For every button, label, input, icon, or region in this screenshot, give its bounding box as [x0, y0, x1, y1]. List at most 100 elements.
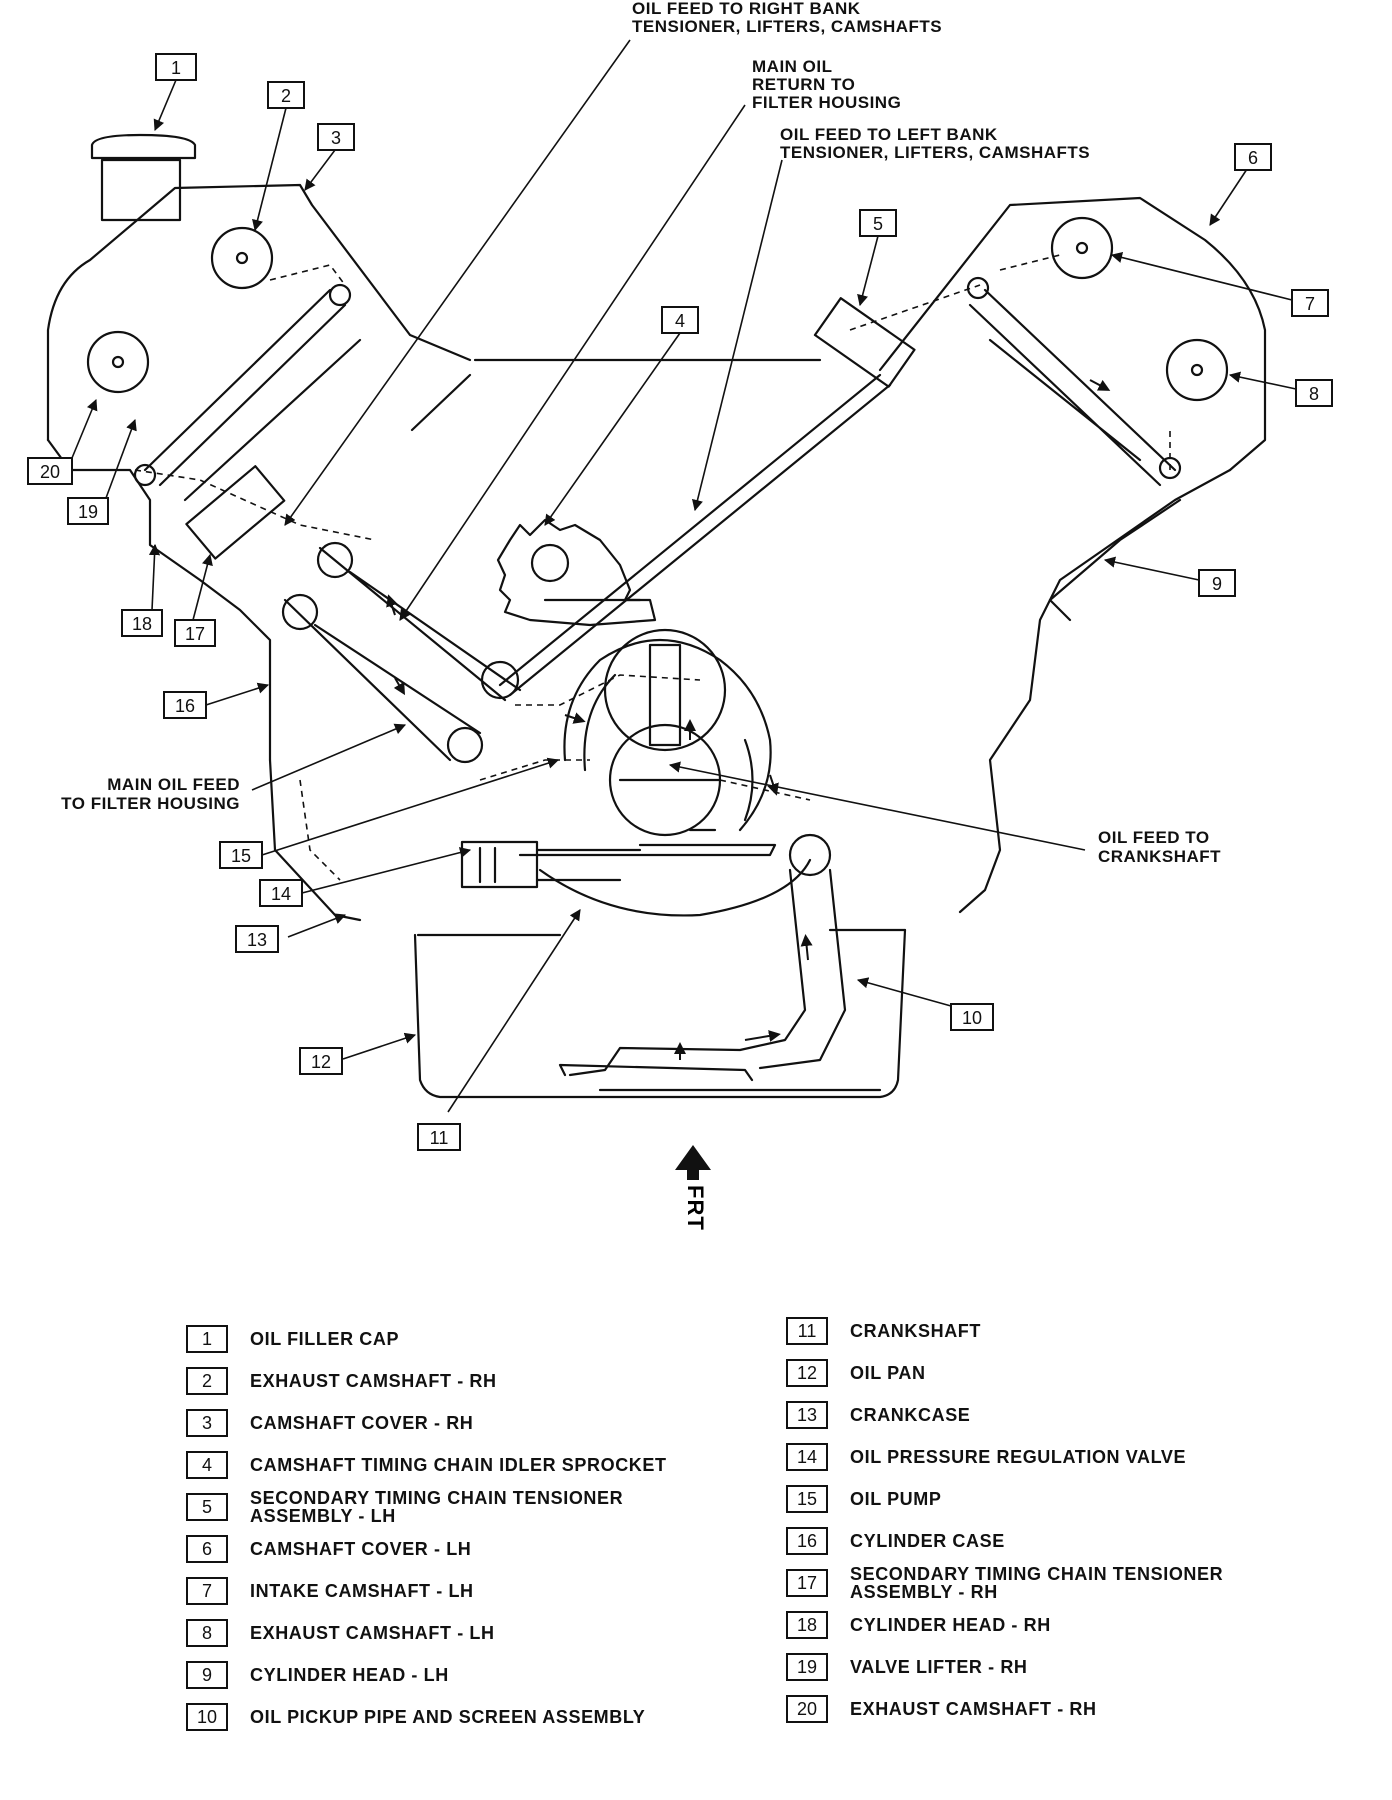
legend-number: 15 — [786, 1485, 828, 1513]
legend-label: OIL PICKUP PIPE AND SCREEN ASSEMBLY — [250, 1707, 646, 1727]
oil-pickup-pipe — [568, 868, 847, 1077]
legend-number: 11 — [786, 1317, 828, 1345]
legend-label: OIL PUMP — [850, 1489, 942, 1509]
oil-pan-outline — [413, 928, 907, 1099]
annotation-main-oil-return-l3: FILTER HOUSING — [752, 93, 901, 112]
left-bank-lifter-rail — [968, 288, 1177, 487]
callout-2: 2 — [281, 86, 291, 106]
front-label: FRT — [683, 1185, 708, 1231]
legend-item: 10 OIL PICKUP PIPE AND SCREEN ASSEMBLY — [186, 1696, 667, 1738]
engine-oil-flow-diagram: 1 2 3 4 5 6 7 8 9 10 11 12 13 14 15 16 1… — [27, 0, 1333, 1231]
legend-number: 3 — [186, 1409, 228, 1437]
cylinder-head-rh-outline — [46, 438, 272, 762]
legend-label: VALVE LIFTER - RH — [850, 1657, 1028, 1677]
callout-19: 19 — [78, 502, 98, 522]
legend-item: 18 CYLINDER HEAD - RH — [786, 1604, 1223, 1646]
legend-label: EXHAUST CAMSHAFT - RH — [850, 1699, 1097, 1719]
legend-item: 19 VALVE LIFTER - RH — [786, 1646, 1223, 1688]
legend-label: CYLINDER CASE — [850, 1531, 1005, 1551]
legend-label: CAMSHAFT COVER - LH — [250, 1539, 472, 1559]
legend-label: CRANKSHAFT — [850, 1321, 981, 1341]
legend-label: SECONDARY TIMING CHAIN TENSIONER ASSEMBL… — [250, 1488, 624, 1526]
legend-item: 20 EXHAUST CAMSHAFT - RH — [786, 1688, 1223, 1730]
crank-sprocket-small — [480, 660, 520, 700]
callout-11: 11 — [430, 1128, 449, 1148]
legend-label: CYLINDER HEAD - LH — [250, 1665, 449, 1685]
callout-9: 9 — [1212, 574, 1222, 594]
callout-6: 6 — [1248, 148, 1258, 168]
legend-number: 19 — [786, 1653, 828, 1681]
oil-filler-cap-shape — [90, 133, 197, 160]
callout-14: 14 — [271, 884, 291, 904]
legend-number: 9 — [186, 1661, 228, 1689]
legend-number: 7 — [186, 1577, 228, 1605]
oil-pickup-inlet — [788, 833, 832, 877]
oil-filler-neck — [100, 158, 182, 222]
legend-label: OIL PAN — [850, 1363, 926, 1383]
legend-label: EXHAUST CAMSHAFT - RH — [250, 1371, 497, 1391]
oil-pressure-regulation-valve — [460, 840, 539, 889]
oil-pump-housing — [563, 638, 772, 832]
annotation-oil-feed-right-bank-l2: TENSIONER, LIFTERS, CAMSHAFTS — [632, 17, 942, 36]
callout-17: 17 — [185, 624, 205, 644]
annotation-main-oil-feed-l2: TO FILTER HOUSING — [61, 794, 240, 813]
callout-7: 7 — [1305, 294, 1315, 314]
legend-number: 5 — [186, 1493, 228, 1521]
legend-label: CRANKCASE — [850, 1405, 971, 1425]
callout-18: 18 — [132, 614, 152, 634]
legend-item: 9 CYLINDER HEAD - LH — [186, 1654, 667, 1696]
camshaft-cover-lh-outline — [878, 196, 1267, 472]
cylinder-case-outline — [268, 758, 362, 922]
right-bank-lifter-rail — [143, 288, 362, 502]
legend-number: 18 — [786, 1611, 828, 1639]
legend-item: 4 CAMSHAFT TIMING CHAIN IDLER SPROCKET — [186, 1444, 667, 1486]
legend-number: 20 — [786, 1695, 828, 1723]
legend-item: 11 CRANKSHAFT — [786, 1310, 1223, 1352]
legend-item: 16 CYLINDER CASE — [786, 1520, 1223, 1562]
callout-13: 13 — [247, 930, 267, 950]
exhaust-camshaft-rh-lower — [86, 330, 150, 394]
callout-1: 1 — [171, 58, 181, 78]
idler-sprocket — [496, 518, 657, 627]
exhaust-camshaft-rh-upper — [210, 226, 274, 290]
front-arrow-icon — [675, 1145, 711, 1180]
callout-8: 8 — [1309, 384, 1319, 404]
annotation-oil-feed-crank-l2: CRANKSHAFT — [1098, 847, 1221, 866]
callout-4: 4 — [675, 311, 685, 331]
callout-10: 10 — [962, 1008, 982, 1028]
annotation-oil-feed-left-bank-l1: OIL FEED TO LEFT BANK — [780, 125, 998, 144]
legend-label: SECONDARY TIMING CHAIN TENSIONER ASSEMBL… — [850, 1564, 1224, 1602]
legend-item: 15 OIL PUMP — [786, 1478, 1223, 1520]
legend-number: 10 — [186, 1703, 228, 1731]
callout-12: 12 — [311, 1052, 331, 1072]
crankcase-lower — [538, 858, 812, 917]
legend-number: 16 — [786, 1527, 828, 1555]
legend-number: 4 — [186, 1451, 228, 1479]
front-indicator: FRT — [675, 1145, 711, 1231]
legend-label: EXHAUST CAMSHAFT - LH — [250, 1623, 495, 1643]
exhaust-camshaft-lh — [1165, 338, 1229, 402]
legend-label: CYLINDER HEAD - RH — [850, 1615, 1051, 1635]
legend-label: CAMSHAFT COVER - RH — [250, 1413, 474, 1433]
sprocket-upper-left — [316, 541, 354, 579]
intake-camshaft-lh — [1050, 216, 1114, 280]
tensioner-lh-body — [813, 297, 916, 388]
oil-pump-gear-upper — [603, 628, 727, 752]
legend-label: CAMSHAFT TIMING CHAIN IDLER SPROCKET — [250, 1455, 667, 1475]
sprocket-lower-left — [281, 593, 319, 631]
annotation-oil-feed-left-bank-l2: TENSIONER, LIFTERS, CAMSHAFTS — [780, 143, 1090, 162]
tensioner-rh-body — [185, 465, 286, 560]
legend-label: INTAKE CAMSHAFT - LH — [250, 1581, 474, 1601]
legend-item: 5 SECONDARY TIMING CHAIN TENSIONER ASSEMB… — [186, 1486, 667, 1528]
legend-label: OIL PRESSURE REGULATION VALVE — [850, 1447, 1187, 1467]
legend-number: 14 — [786, 1443, 828, 1471]
cylinder-head-lh-outline — [958, 468, 1232, 914]
